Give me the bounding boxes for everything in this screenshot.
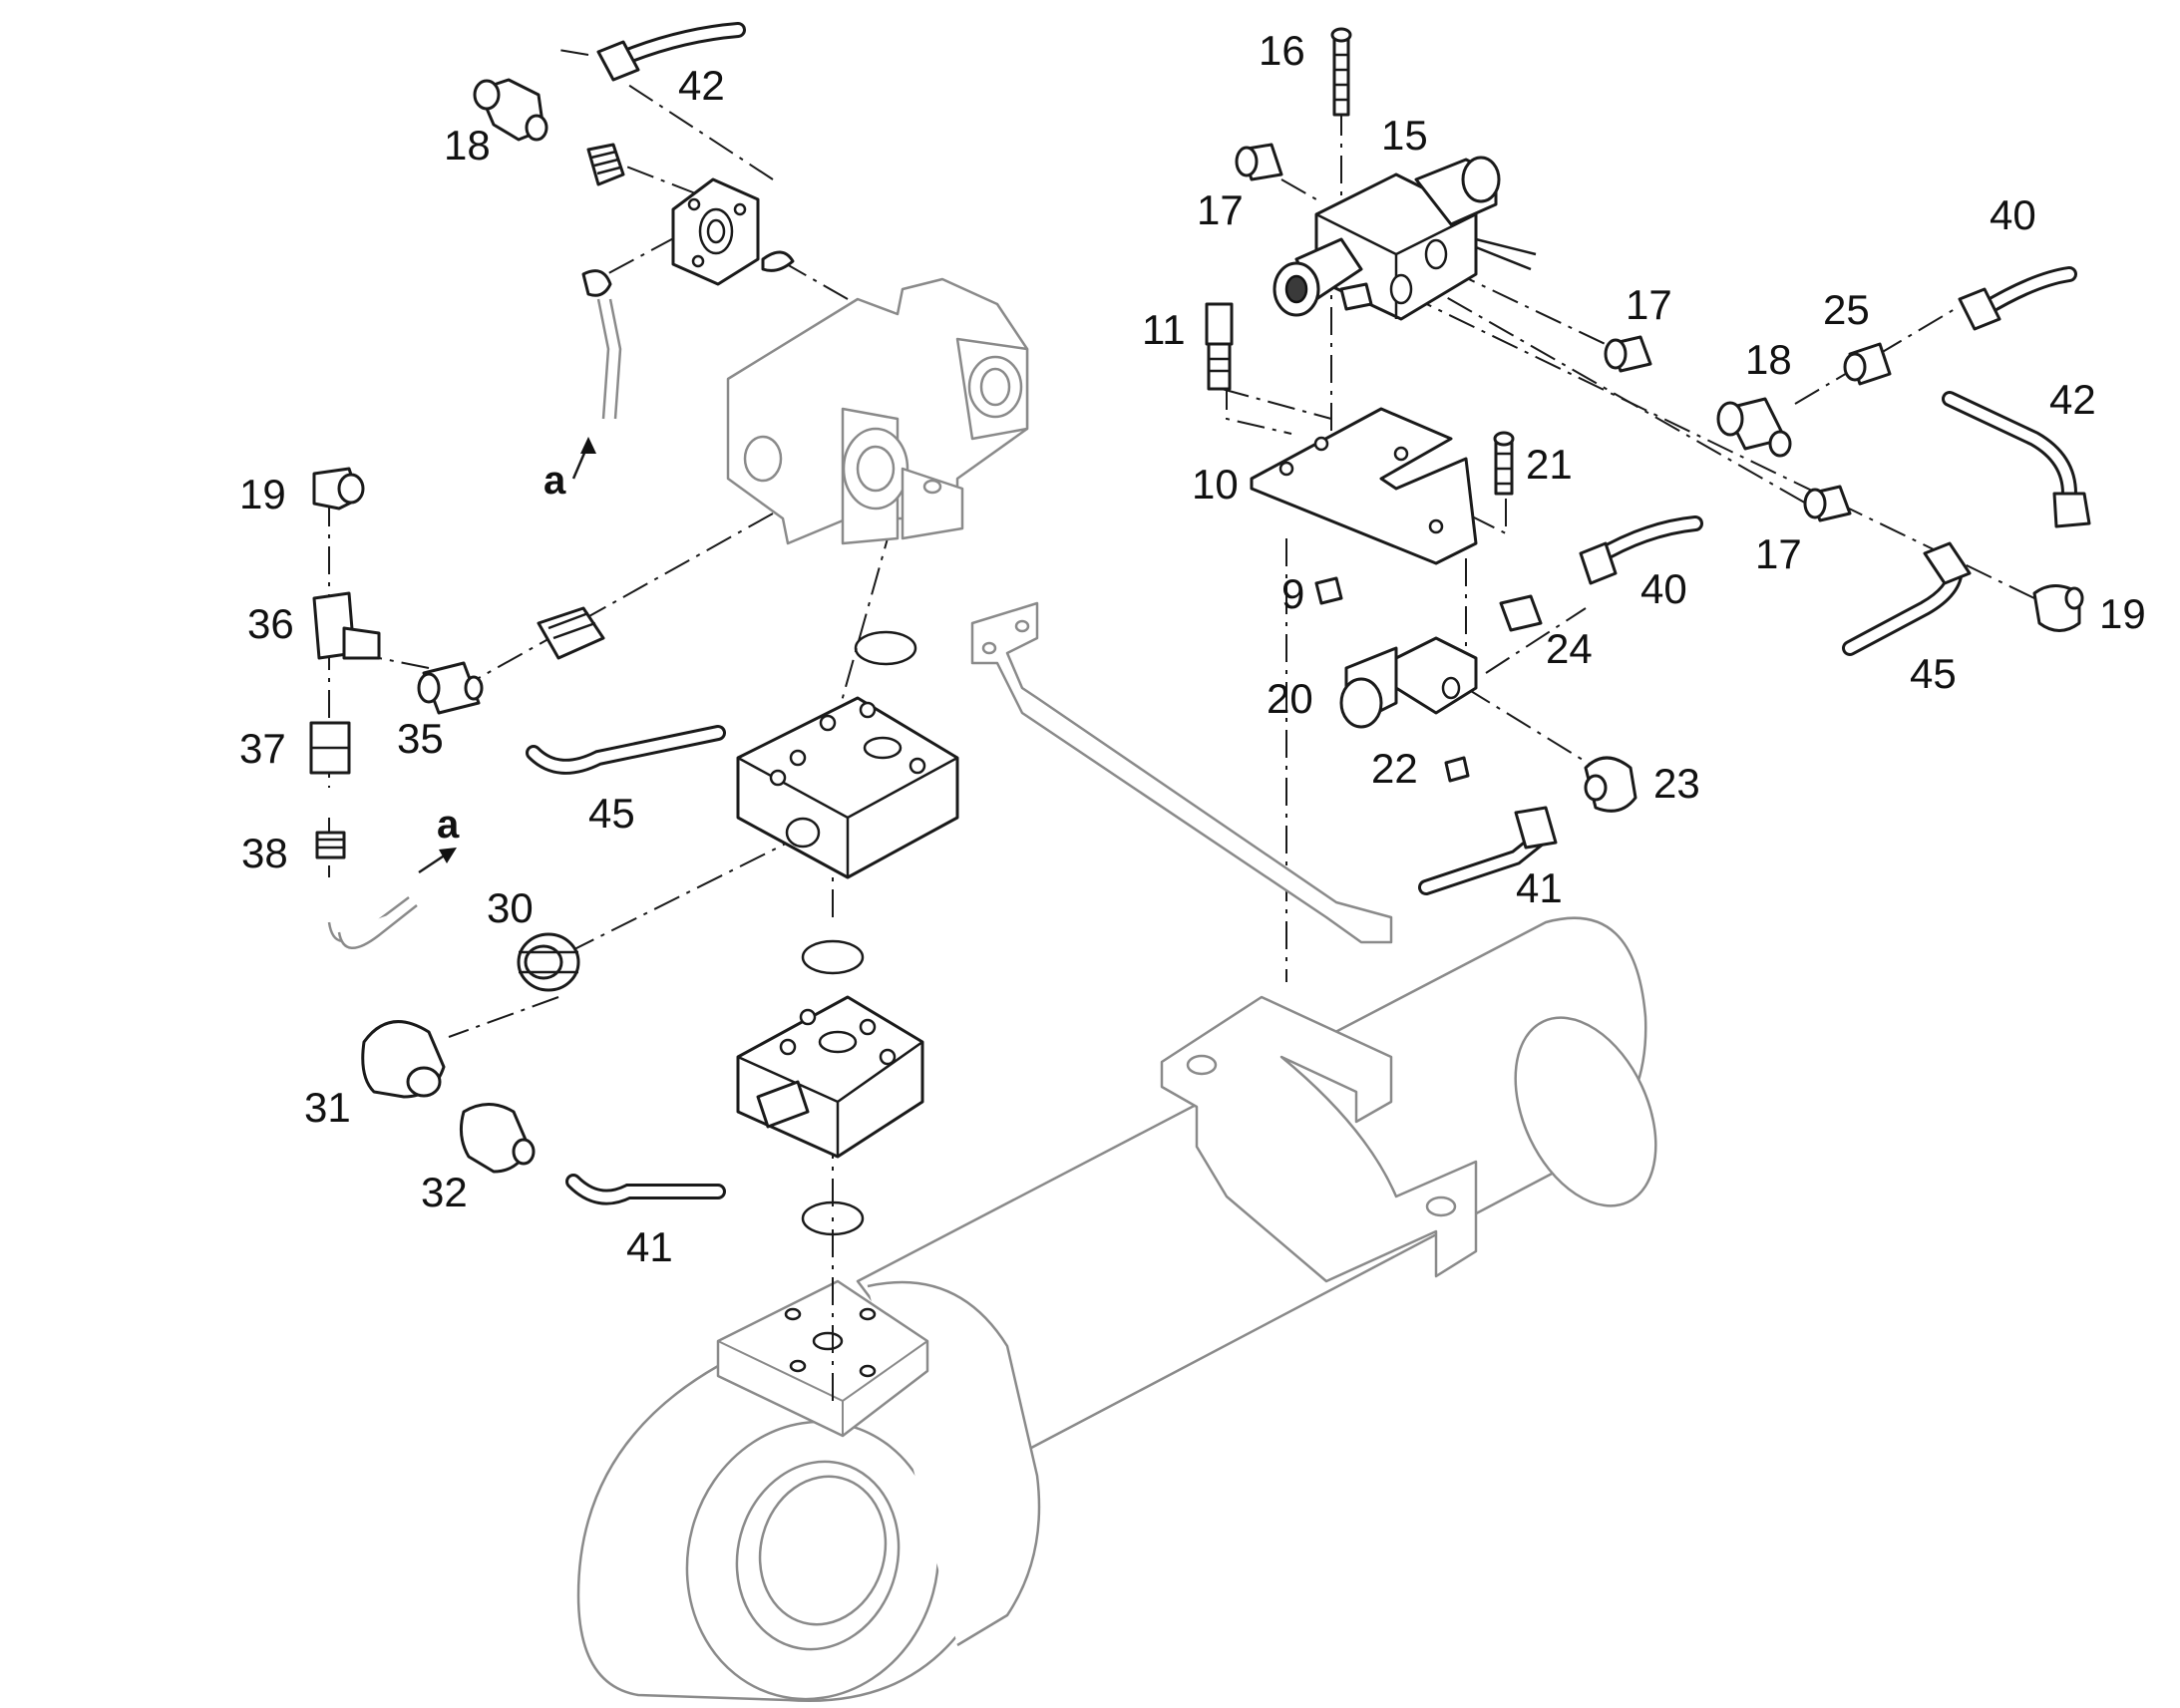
- label-41-left: 41: [626, 1223, 673, 1270]
- label-38: 38: [241, 830, 288, 876]
- label-40-mid: 40: [1640, 565, 1687, 612]
- label-18-right: 18: [1745, 336, 1792, 383]
- coupling-37: [309, 721, 351, 775]
- label-23: 23: [1653, 760, 1700, 807]
- solenoid-valve-20: [1339, 636, 1478, 729]
- label-35: 35: [397, 715, 444, 762]
- adapter-mid-left: [537, 606, 605, 660]
- fitting-18-top: [473, 78, 548, 142]
- label-15: 15: [1381, 112, 1428, 159]
- hose-45-right: [1842, 541, 1972, 656]
- hose-41-right: [1418, 806, 1558, 895]
- label-10: 10: [1192, 461, 1239, 508]
- solenoid-valve-15: [1272, 156, 1537, 321]
- fitting-nipple-top: [586, 143, 625, 186]
- hose-40-top: [1958, 266, 2077, 331]
- label-18-top: 18: [444, 122, 491, 169]
- label-19-left: 19: [239, 471, 286, 517]
- pump-valve-block: [726, 277, 1029, 545]
- support-bracket: [970, 601, 1393, 944]
- label-40-top: 40: [1990, 191, 2036, 238]
- spacer-block-lower: [736, 995, 924, 1159]
- label-17-mid: 17: [1626, 281, 1672, 328]
- label-32: 32: [421, 1169, 468, 1215]
- tee-18-right: [1716, 397, 1792, 458]
- elbow-19-right: [2032, 584, 2084, 632]
- hose-42-right: [1942, 391, 2091, 528]
- elbow-23: [1584, 756, 1637, 813]
- label-45-right: 45: [1910, 650, 1957, 697]
- spacer-block-upper: [736, 696, 959, 879]
- elbow-31: [361, 1020, 446, 1099]
- label-16: 16: [1259, 27, 1305, 74]
- label-37: 37: [239, 725, 286, 772]
- label-20: 20: [1267, 675, 1313, 722]
- tee-36: [312, 591, 381, 660]
- label-11: 11: [1142, 306, 1186, 353]
- label-17-top: 17: [1197, 186, 1244, 233]
- label-19-right: 19: [2099, 590, 2146, 637]
- hose-40-mid: [1579, 515, 1703, 585]
- label-30: 30: [487, 884, 534, 931]
- label-31: 31: [304, 1084, 351, 1131]
- plug-17-mid: [1604, 335, 1652, 373]
- plate-10: [1250, 407, 1478, 565]
- flange-plate-top: [671, 177, 795, 286]
- o-rings: [801, 630, 917, 1236]
- adapter-30: [517, 932, 580, 992]
- label-42-top: 42: [678, 62, 725, 109]
- part-number-labels: 42 18 a 19 36 35 37 45 a 38 30 31 32 41 …: [239, 27, 2146, 1270]
- label-45-left: 45: [588, 790, 635, 837]
- label-17-low: 17: [1755, 530, 1802, 577]
- adapter-25: [1843, 342, 1892, 386]
- reference-arrow-a-left: [418, 848, 457, 874]
- screw-11: [1205, 302, 1234, 391]
- elbow-19-left: [312, 467, 365, 511]
- screw-16: [1330, 27, 1352, 117]
- hydraulic-cylinder: [576, 916, 1657, 1702]
- hose-41-left: [565, 1174, 726, 1205]
- elbow-hose-a-top: [581, 269, 622, 420]
- label-9: 9: [1281, 570, 1304, 617]
- label-42-right: 42: [2049, 376, 2096, 423]
- hose-42-top: [596, 22, 746, 82]
- nut-32: [459, 1103, 536, 1174]
- nut-22: [1444, 756, 1470, 783]
- hose-45-left: [526, 725, 726, 775]
- label-21: 21: [1526, 441, 1573, 488]
- label-25: 25: [1823, 286, 1870, 333]
- hose-a-left: [327, 896, 418, 949]
- label-24: 24: [1546, 625, 1593, 672]
- label-41-right: 41: [1516, 864, 1563, 911]
- nut-9: [1314, 576, 1343, 605]
- plug-17-low: [1803, 485, 1852, 522]
- nipple-38: [315, 831, 346, 859]
- reference-arrow-a-top: [571, 437, 596, 480]
- plug-24: [1499, 594, 1543, 632]
- tee-35: [417, 661, 484, 715]
- ref-a-top: a: [544, 459, 566, 503]
- label-22: 22: [1371, 745, 1418, 792]
- ref-a-left: a: [437, 803, 460, 847]
- plug-17-top: [1235, 143, 1283, 181]
- label-36: 36: [247, 600, 294, 647]
- screw-21: [1493, 431, 1515, 496]
